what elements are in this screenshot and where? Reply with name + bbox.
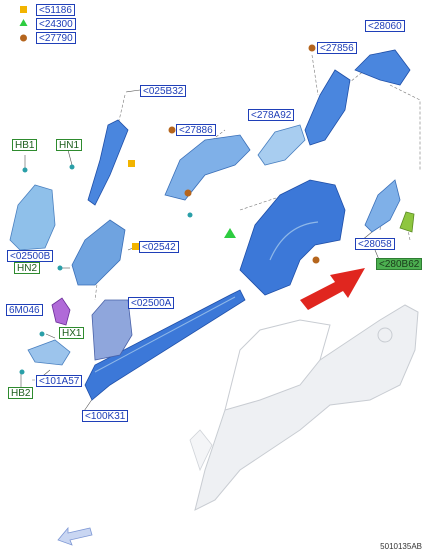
part-27886-arch — [164, 134, 251, 201]
legend-symbols — [19, 6, 28, 42]
part-28058 — [364, 179, 401, 233]
legend-code-24300: <24300 — [36, 18, 76, 30]
legend-code-27790: <27790 — [36, 32, 76, 44]
callout-hx1[interactable]: HX1 — [59, 327, 85, 339]
vehicle-body-outline — [189, 304, 419, 511]
callout-hn2[interactable]: HN2 — [14, 262, 41, 274]
part-02542-pillar — [71, 219, 126, 286]
callout-6m046[interactable]: 6M046 — [6, 304, 43, 316]
callout-280B62[interactable]: <280B62 — [376, 258, 423, 270]
part-27856-cpillar — [304, 69, 351, 146]
callout-hb1[interactable]: HB1 — [12, 139, 38, 151]
callout-02542[interactable]: <02542 — [139, 241, 179, 253]
callout-100K31[interactable]: <100K31 — [82, 410, 129, 422]
callout-28060[interactable]: <28060 — [365, 20, 405, 32]
callout-278A92[interactable]: <278A92 — [248, 109, 295, 121]
part-28060-rear-upper — [354, 49, 411, 86]
direction-arrow-icon — [300, 268, 365, 310]
part-markers — [128, 44, 320, 264]
quarter-panel-arc — [269, 221, 319, 261]
callout-27856[interactable]: <27856 — [317, 42, 357, 54]
leader-lines — [30, 54, 421, 381]
part-101A57-bracket — [27, 339, 71, 366]
part-278A92-bracket — [257, 124, 306, 166]
callout-hn1[interactable]: HN1 — [56, 139, 83, 151]
part-025B32-strip — [87, 119, 129, 206]
fasteners — [19, 164, 193, 375]
callout-hb2[interactable]: HB2 — [8, 387, 34, 399]
callout-02500A[interactable]: <02500A — [128, 297, 175, 309]
callout-02500B[interactable]: <02500B — [7, 250, 54, 262]
part-6M046-bracket — [51, 297, 71, 326]
callout-101A57[interactable]: <101A57 — [36, 375, 83, 387]
part-280B62 — [399, 211, 415, 233]
part-02500A-inner — [91, 299, 133, 361]
callout-27886[interactable]: <27886 — [176, 124, 216, 136]
nav-arrow-icon[interactable] — [57, 526, 93, 546]
part-02500B-hinge — [9, 184, 56, 251]
callout-28058[interactable]: <28058 — [355, 238, 395, 250]
legend-code-51186: <51186 — [36, 4, 75, 16]
figure-code: 5010135AB — [380, 542, 422, 551]
part-quarter-inner — [239, 179, 346, 296]
rocker-highlight — [94, 296, 236, 373]
callout-025B32[interactable]: <025B32 — [140, 85, 187, 97]
